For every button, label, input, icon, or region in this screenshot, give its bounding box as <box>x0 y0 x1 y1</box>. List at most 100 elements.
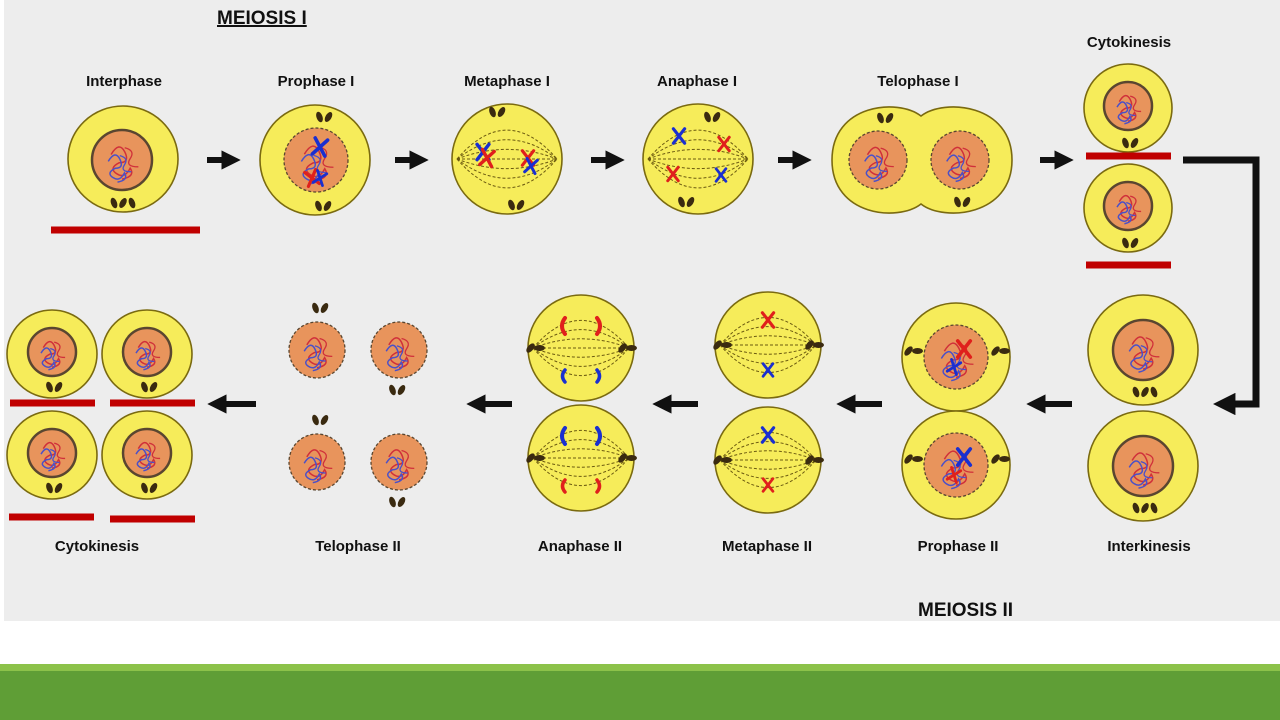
chromatid <box>560 368 567 384</box>
chromatin <box>943 450 968 487</box>
nucleus <box>26 427 78 479</box>
chromosome <box>523 156 539 176</box>
chromatin <box>1140 460 1153 479</box>
chromosome <box>761 362 775 378</box>
centriole <box>46 381 53 393</box>
chromatin <box>866 146 889 180</box>
nucleus <box>1111 434 1175 498</box>
chromatin <box>50 448 60 464</box>
chromatin <box>1145 337 1160 358</box>
centriole <box>704 111 711 123</box>
spindle-fiber <box>719 450 817 461</box>
spindle-fiber <box>532 347 630 367</box>
centriole <box>489 106 496 118</box>
centriole <box>534 455 545 461</box>
arrows-layer <box>207 150 1260 416</box>
chromatin <box>388 337 409 369</box>
spindle-fiber <box>532 448 630 459</box>
centriole <box>626 455 637 461</box>
meiosis-diagram <box>6 63 1260 523</box>
chromatin <box>149 442 161 460</box>
cell-metaphase-i <box>451 103 563 215</box>
chromatin <box>1116 201 1132 225</box>
centriole <box>526 343 535 353</box>
daughter-cell <box>1087 410 1199 522</box>
spindle-fiber <box>532 457 630 487</box>
centriole <box>1132 502 1140 514</box>
chromatin <box>940 350 961 382</box>
chromatin <box>42 340 61 369</box>
nucleus <box>1111 318 1175 382</box>
centriole <box>813 342 824 348</box>
gamete-cell <box>6 410 98 500</box>
gamete-cell <box>101 410 193 500</box>
nucleus <box>370 321 428 379</box>
spindle-fiber <box>647 139 749 160</box>
centriole <box>721 342 732 348</box>
centriole <box>713 340 722 350</box>
label-metaphase-i: Metaphase I <box>464 73 550 90</box>
chromatin <box>401 337 415 358</box>
chromatin <box>1118 94 1137 123</box>
cell-interphase <box>67 105 179 213</box>
centriole <box>320 303 329 313</box>
daughter-cell <box>1083 163 1173 253</box>
chromatin <box>1126 201 1136 217</box>
chromatin <box>940 458 961 490</box>
underlines-layer <box>9 152 1171 523</box>
cell-metaphase-ii <box>713 291 824 514</box>
chromosome <box>303 167 321 189</box>
chromatin <box>880 147 894 168</box>
centriole <box>110 197 118 209</box>
chromosome <box>310 136 330 158</box>
centriole <box>119 198 127 208</box>
centriole <box>389 384 396 396</box>
red-underline <box>1086 152 1171 160</box>
nucleus <box>370 433 428 491</box>
daughter-cell <box>713 406 824 514</box>
spindle-fiber <box>719 344 817 364</box>
daughter-cell <box>526 294 637 402</box>
cell-telophase-i <box>831 106 1013 214</box>
centriole <box>128 197 136 209</box>
chromatin <box>1131 336 1154 370</box>
chromatin <box>864 154 883 183</box>
label-telophase-i: Telophase I <box>877 73 959 90</box>
chromatid <box>595 316 602 336</box>
chromosome <box>955 339 973 359</box>
centriole <box>1122 137 1129 149</box>
centriole <box>526 453 535 463</box>
chromatin <box>107 154 127 183</box>
spindle-fiber <box>456 158 558 170</box>
chromatin <box>1118 194 1137 223</box>
chromatid <box>595 478 602 494</box>
centriole <box>686 197 695 207</box>
spindle-fiber <box>719 459 817 489</box>
nucleus <box>121 326 173 378</box>
spindle-fiber <box>647 158 749 179</box>
label-prophase-ii: Prophase II <box>917 538 999 555</box>
chromatin <box>396 345 408 362</box>
chromatin <box>875 155 888 173</box>
nucleus <box>1102 80 1154 132</box>
centriole <box>1130 138 1139 148</box>
centriole <box>397 385 406 395</box>
chromatin <box>42 441 61 470</box>
spindle-fiber <box>647 158 749 189</box>
nucleus <box>1102 180 1154 232</box>
centriole <box>962 197 971 207</box>
spindle-fiber <box>456 129 558 160</box>
chromatin <box>314 457 326 474</box>
arrow-connector <box>1183 156 1260 416</box>
centriole <box>1130 238 1139 248</box>
chromatin <box>110 146 133 180</box>
chromatin <box>957 155 970 173</box>
red-underline <box>1086 261 1171 269</box>
chromatin <box>385 456 404 484</box>
spindle-fiber <box>532 319 630 349</box>
chromosome <box>666 165 680 183</box>
centriole <box>323 201 332 211</box>
centriole <box>516 200 525 210</box>
chromosome <box>760 426 776 444</box>
red-underline <box>110 515 195 523</box>
